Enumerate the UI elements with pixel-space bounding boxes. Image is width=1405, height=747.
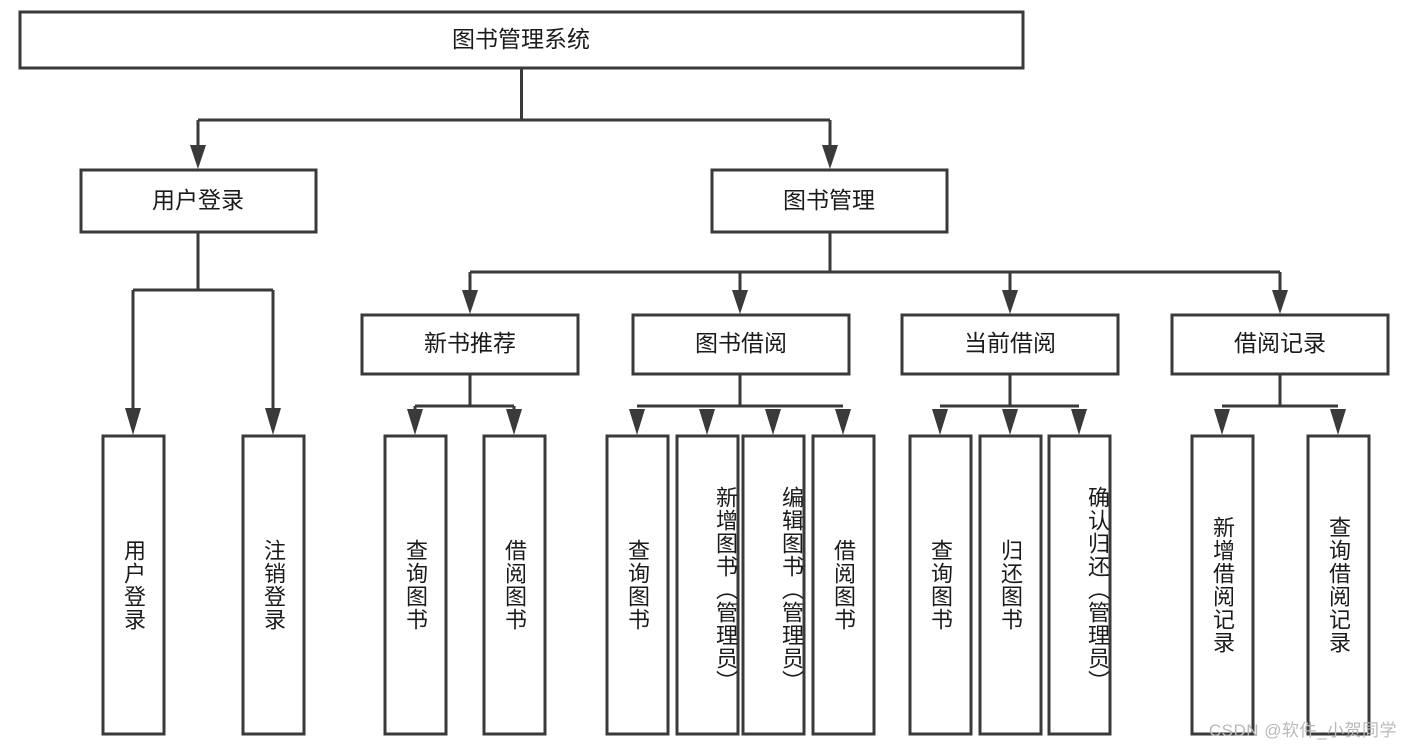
connector-group-new-book-recommend: [407, 374, 522, 435]
node-user-login[interactable]: 用户登录: [79, 168, 318, 234]
arrowhead-leaf-cb-0: [932, 409, 948, 435]
connector-group-book-manage: [462, 232, 1288, 314]
leaf-box-cb-0[interactable]: [908, 434, 973, 736]
node-borrow-record-box[interactable]: [1170, 313, 1390, 376]
leaf-group-borrow-record: [1190, 434, 1371, 736]
arrowhead-leaf-nbr-1: [506, 409, 522, 435]
arrowhead-leaf-bb-3: [835, 409, 851, 435]
node-book-manage-box[interactable]: [710, 168, 949, 234]
leaf-box-br-0[interactable]: [1190, 434, 1255, 736]
arrowhead-leaf-bb-1: [699, 409, 715, 435]
node-book-borrow-box[interactable]: [631, 313, 851, 376]
leaf-box-bb-2[interactable]: [741, 434, 806, 736]
connector-group-borrow-record: [1214, 374, 1346, 435]
node-current-borrow[interactable]: 当前借阅: [900, 313, 1120, 376]
node-new-book-recommend-box[interactable]: [360, 313, 580, 376]
connector-group-current-borrow: [932, 374, 1087, 435]
arrowhead-leaf-cb-1: [1002, 409, 1018, 435]
arrowhead-leaf-bb-2: [765, 409, 781, 435]
leaf-box-bb-1[interactable]: [675, 434, 740, 736]
arrowhead-book-manage: [822, 145, 838, 169]
arrowhead-borrow-record: [1272, 290, 1288, 314]
csdn-watermark: CSDN @软件_小贺同学: [1208, 721, 1397, 740]
node-user-login-box[interactable]: [79, 168, 318, 234]
node-user-login-label: 用户登录: [152, 187, 244, 213]
leaf-group-user-login: [101, 434, 306, 736]
arrowhead-book-borrow: [732, 290, 748, 314]
leaf-box-cb-1[interactable]: [978, 434, 1043, 736]
arrowhead-new-book-recommend: [462, 290, 478, 314]
node-book-borrow-label: 图书借阅: [695, 330, 787, 356]
leaf-group-book-borrow: [605, 434, 876, 736]
leaf-group-current-borrow: [908, 434, 1112, 736]
leaf-box-nbr-0[interactable]: [383, 434, 448, 736]
leaf-box-bb-3[interactable]: [811, 434, 876, 736]
node-book-borrow[interactable]: 图书借阅: [631, 313, 851, 376]
arrowhead-leaf-user-login-1: [265, 408, 281, 435]
arrowhead-leaf-nbr-0: [407, 409, 423, 435]
arrowhead-user-login: [190, 145, 206, 169]
connector-group-root: [190, 68, 838, 169]
node-new-book-recommend[interactable]: 新书推荐: [360, 313, 580, 376]
node-root[interactable]: 图书管理系统: [18, 10, 1025, 70]
leaf-box-cb-2[interactable]: [1047, 434, 1112, 736]
node-current-borrow-label: 当前借阅: [964, 330, 1056, 356]
arrowhead-leaf-cb-2: [1071, 409, 1087, 435]
leaf-box-nbr-1[interactable]: [482, 434, 547, 736]
leaf-box-bb-0[interactable]: [605, 434, 670, 736]
connector-group-book-borrow: [629, 374, 851, 435]
leaf-box-user-login-0[interactable]: [101, 434, 166, 736]
leaf-group-new-book-recommend: [383, 434, 547, 736]
arrowhead-leaf-br-0: [1214, 409, 1230, 435]
connector-group-user-login: [125, 232, 281, 435]
node-root-box[interactable]: [18, 10, 1025, 70]
leaf-box-br-1[interactable]: [1306, 434, 1371, 736]
node-borrow-record[interactable]: 借阅记录: [1170, 313, 1390, 376]
node-current-borrow-box[interactable]: [900, 313, 1120, 376]
node-borrow-record-label: 借阅记录: [1234, 330, 1326, 356]
node-book-manage[interactable]: 图书管理: [710, 168, 949, 234]
node-book-manage-label: 图书管理: [783, 187, 875, 213]
arrowhead-leaf-user-login-0: [125, 408, 141, 435]
arrowhead-current-borrow: [1002, 290, 1018, 314]
arrowhead-leaf-bb-0: [629, 409, 645, 435]
node-root-label: 图书管理系统: [452, 26, 590, 52]
arrowhead-leaf-br-1: [1330, 409, 1346, 435]
leaf-box-user-login-1[interactable]: [241, 434, 306, 736]
node-new-book-recommend-label: 新书推荐: [424, 330, 516, 356]
